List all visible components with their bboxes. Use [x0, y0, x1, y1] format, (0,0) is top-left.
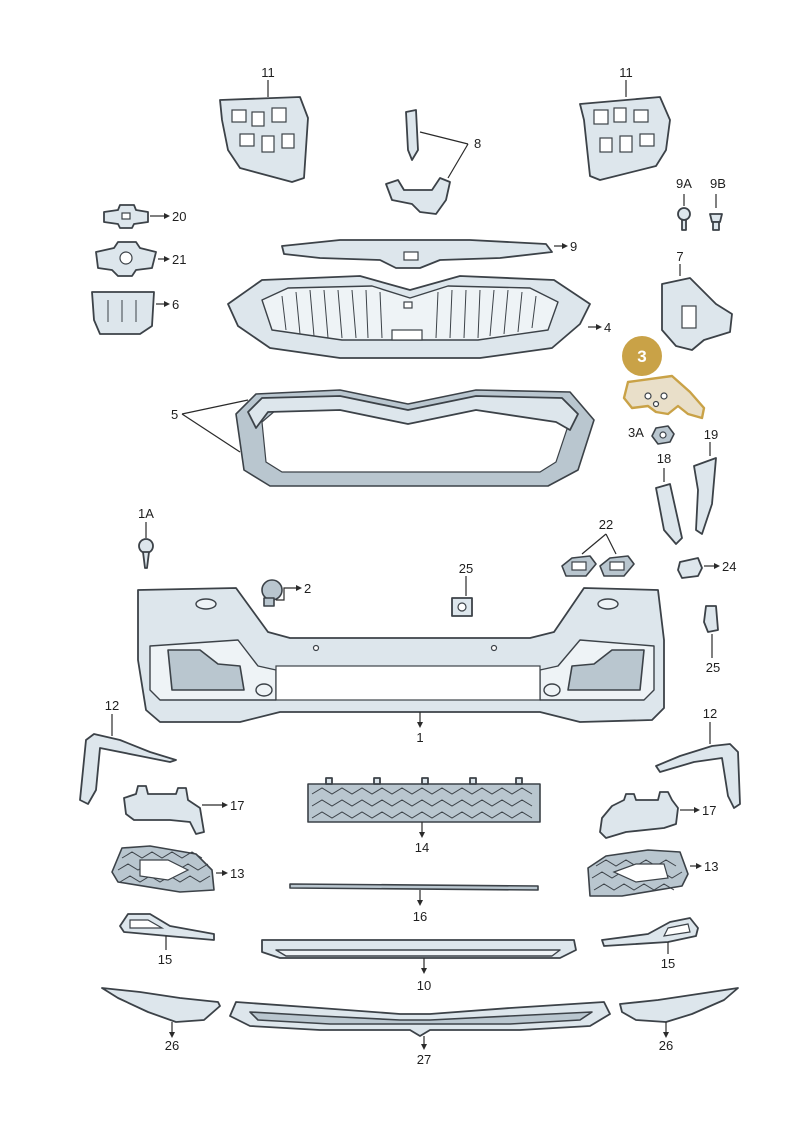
- label-26-left: 26: [165, 1038, 179, 1053]
- part-15-right-trim[interactable]: [601, 917, 699, 947]
- label-1: 1: [416, 730, 423, 745]
- label-11-right: 11: [619, 65, 633, 80]
- label-22: 22: [599, 517, 613, 532]
- label-3: 3: [637, 347, 646, 366]
- label-15-right: 15: [661, 956, 675, 971]
- part-4-grille[interactable]: [227, 275, 591, 359]
- part-11-right-bracket[interactable]: [579, 96, 671, 181]
- label-24: 24: [722, 559, 736, 574]
- part-26-right-corner[interactable]: [619, 987, 739, 1023]
- part-9a-screw[interactable]: [677, 207, 691, 231]
- part-13-right-fog-grille[interactable]: [587, 849, 689, 897]
- label-13-left: 13: [230, 866, 244, 881]
- label-13-right: 13: [704, 859, 718, 874]
- label-9: 9: [570, 239, 577, 254]
- part-17-left-bracket[interactable]: [123, 785, 205, 835]
- label-16: 16: [413, 909, 427, 924]
- label-11-left: 11: [261, 65, 275, 80]
- label-17-left: 17: [230, 798, 244, 813]
- part-9-trim-strip[interactable]: [281, 239, 553, 269]
- part-9b-clip[interactable]: [709, 213, 723, 231]
- label-21: 21: [172, 252, 186, 267]
- part-20-bracket[interactable]: [103, 204, 149, 229]
- label-5: 5: [171, 407, 178, 422]
- label-9b: 9B: [710, 176, 726, 191]
- label-20: 20: [172, 209, 186, 224]
- part-14-lower-grille[interactable]: [307, 777, 541, 823]
- label-10: 10: [417, 978, 431, 993]
- part-17-right-bracket[interactable]: [599, 791, 679, 839]
- part-25-clip-side[interactable]: [703, 605, 719, 633]
- part-3-bracket-highlighted[interactable]: [622, 374, 706, 420]
- part-3a-nut[interactable]: [651, 425, 675, 445]
- part-5-grille-frame[interactable]: [235, 389, 595, 487]
- part-8-pin-and-bracket[interactable]: [385, 109, 451, 215]
- part-27-diffuser[interactable]: [229, 1001, 611, 1037]
- label-4: 4: [604, 320, 611, 335]
- part-3-badge[interactable]: 3: [622, 336, 662, 376]
- part-15-left-trim[interactable]: [119, 913, 215, 941]
- part-13-left-fog-grille[interactable]: [111, 845, 215, 893]
- label-9a: 9A: [676, 176, 692, 191]
- part-12-left-trim[interactable]: [79, 733, 177, 805]
- part-25-clip-top[interactable]: [451, 597, 473, 617]
- part-1-bumper[interactable]: [137, 587, 665, 723]
- part-10-lower-bar[interactable]: [261, 939, 577, 959]
- part-6-cover[interactable]: [91, 291, 155, 335]
- part-22-bezels[interactable]: [561, 555, 635, 577]
- label-26-right: 26: [659, 1038, 673, 1053]
- label-3a: 3A: [628, 425, 644, 440]
- lower-grille-mesh: [311, 787, 533, 819]
- part-7-bracket[interactable]: [661, 277, 733, 351]
- part-12-right-trim[interactable]: [655, 743, 741, 809]
- part-11-left-bracket[interactable]: [219, 96, 309, 183]
- part-19-strip[interactable]: [693, 457, 717, 535]
- label-7: 7: [676, 249, 683, 264]
- label-12-right: 12: [703, 706, 717, 721]
- label-2: 2: [304, 581, 311, 596]
- label-18: 18: [657, 451, 671, 466]
- part-24-cap[interactable]: [677, 557, 703, 579]
- label-25-side: 25: [706, 660, 720, 675]
- label-25-top: 25: [459, 561, 473, 576]
- label-1a: 1A: [138, 506, 154, 521]
- label-8: 8: [474, 136, 481, 151]
- label-6: 6: [172, 297, 179, 312]
- part-21-bracket[interactable]: [95, 241, 157, 277]
- label-27: 27: [417, 1052, 431, 1067]
- label-17-right: 17: [702, 803, 716, 818]
- part-18-strip[interactable]: [655, 483, 683, 545]
- part-1a-screw[interactable]: [138, 538, 154, 569]
- label-14: 14: [415, 840, 429, 855]
- part-26-left-corner[interactable]: [101, 987, 221, 1023]
- part-16-strip[interactable]: [289, 883, 539, 891]
- label-12-left: 12: [105, 698, 119, 713]
- label-19: 19: [704, 427, 718, 442]
- part-2-cap[interactable]: [261, 579, 283, 607]
- label-15-left: 15: [158, 952, 172, 967]
- grille-slats: [281, 289, 537, 339]
